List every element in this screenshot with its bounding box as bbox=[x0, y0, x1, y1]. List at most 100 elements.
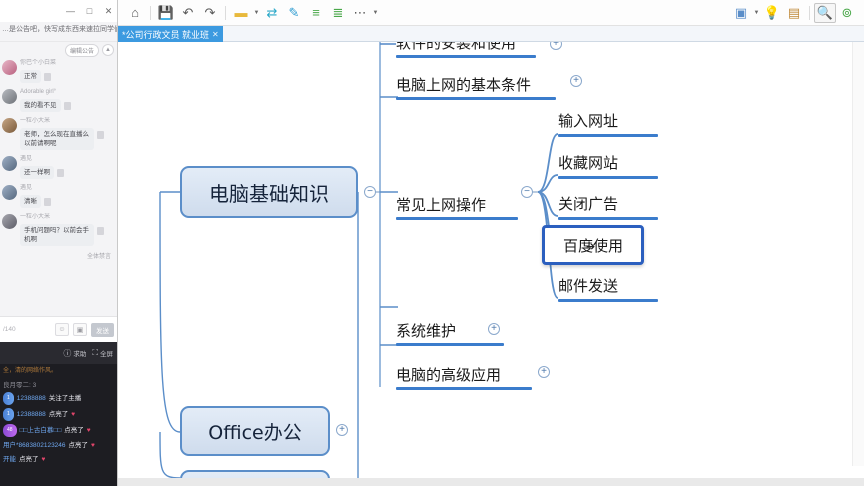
vertical-scrollbar[interactable] bbox=[852, 42, 864, 466]
gift-icon[interactable] bbox=[97, 227, 104, 235]
note-icon[interactable]: ≡ bbox=[312, 5, 320, 20]
root-node[interactable]: 电脑基础知识 bbox=[180, 166, 358, 218]
sub-node-3-selected[interactable]: 百度使用 bbox=[542, 225, 644, 265]
tab-company-admin[interactable]: *公司行政文员 就业班 ✕ bbox=[118, 26, 223, 42]
sub-node-1[interactable]: 收藏网站 bbox=[558, 152, 658, 179]
root-node-3-partial[interactable] bbox=[180, 470, 330, 478]
feed-user: □□上古白慕□□ bbox=[19, 427, 62, 434]
mouse-cursor: ➔ bbox=[586, 241, 596, 253]
minimize-icon[interactable]: — bbox=[66, 6, 75, 16]
list-item: 1 12388888 点亮了 ♥ bbox=[3, 408, 114, 421]
heart-icon: ♥ bbox=[41, 456, 46, 463]
more-icon[interactable]: ⋯ bbox=[353, 4, 367, 20]
image-icon[interactable]: ▣ bbox=[73, 323, 87, 336]
expander-branch-1[interactable]: + bbox=[570, 75, 582, 87]
branch-underline bbox=[396, 97, 556, 100]
fullscreen-button[interactable]: ⛶ 全屏 bbox=[92, 348, 113, 358]
help-button[interactable]: ⓘ 求助 bbox=[63, 348, 86, 359]
bulb-icon[interactable]: 💡 bbox=[763, 4, 781, 20]
sub-underline bbox=[558, 134, 658, 137]
edit-announcement-button[interactable]: 编辑公告 bbox=[64, 43, 99, 57]
redo-icon[interactable]: ↷ bbox=[204, 4, 216, 20]
char-counter: /140 bbox=[3, 326, 16, 333]
outline-icon[interactable]: ≣ bbox=[332, 4, 344, 20]
feed-user: 12388888 bbox=[16, 411, 46, 418]
message-author: 遇见 bbox=[20, 156, 33, 162]
message-text: 清晰 bbox=[20, 195, 41, 208]
swap-icon[interactable]: ⇄ bbox=[266, 4, 278, 20]
gift-icon[interactable] bbox=[97, 131, 104, 139]
feed-action: 点亮了 bbox=[48, 411, 69, 418]
share-icon[interactable]: ⊚ bbox=[841, 4, 853, 20]
chevron-down-icon-3[interactable]: ▼ bbox=[753, 9, 760, 16]
gift-icon[interactable] bbox=[44, 198, 51, 206]
list-item: 开能 点亮了 ♥ bbox=[3, 454, 114, 465]
chevron-down-icon-2[interactable]: ▼ bbox=[372, 9, 379, 16]
expander-branch-0[interactable]: + bbox=[550, 42, 562, 50]
mindmap-canvas[interactable]: 软件的安装和使用 + 电脑上网的基本条件 + 常见上网操作 − 系统维护 + 电… bbox=[118, 42, 864, 478]
fill-color-icon[interactable]: ▬ bbox=[234, 5, 248, 20]
send-button[interactable]: 发送 bbox=[91, 322, 114, 337]
expand-icon: ⛶ bbox=[92, 348, 98, 357]
emoji-icon[interactable]: ☺ bbox=[55, 323, 69, 336]
branch-node-0[interactable]: 软件的安装和使用 bbox=[396, 42, 536, 58]
branch-node-3[interactable]: 系统维护 bbox=[396, 320, 504, 346]
sub-underline bbox=[558, 299, 658, 302]
list-item: 遇见 清晰 bbox=[2, 184, 115, 208]
chevron-down-icon[interactable]: ▼ bbox=[253, 9, 260, 16]
label-icon[interactable]: ▤ bbox=[787, 4, 801, 20]
branch-node-2[interactable]: 常见上网操作 bbox=[396, 194, 518, 220]
expander-root[interactable]: − bbox=[364, 186, 376, 198]
live-chat-panel: — □ ✕ …是公告吧，快写成东西来速拉同学们 编辑公告 ▲ 你巴个小白菜 正常… bbox=[0, 0, 118, 486]
level-badge: 1 bbox=[3, 408, 14, 421]
gift-icon[interactable] bbox=[57, 169, 64, 177]
expander-root-2[interactable]: + bbox=[336, 424, 348, 436]
sub-label: 关闭广告 bbox=[558, 195, 619, 213]
sub-node-2[interactable]: 关闭广告 bbox=[558, 193, 658, 220]
branch-node-1[interactable]: 电脑上网的基本条件 bbox=[396, 74, 556, 100]
fullscreen-label: 全屏 bbox=[100, 351, 113, 358]
brush-icon[interactable]: ✎ bbox=[288, 4, 300, 20]
horizontal-scrollbar[interactable] bbox=[118, 478, 864, 486]
sub-node-4[interactable]: 邮件发送 bbox=[558, 275, 658, 302]
branch-underline bbox=[396, 55, 536, 58]
avatar bbox=[2, 89, 17, 104]
undo-icon[interactable]: ↶ bbox=[182, 4, 194, 20]
branch-underline bbox=[396, 343, 504, 346]
live-feed-list: 全，清的网络作风。 良月零二: 3 1 12388888 关注了主播 1 123… bbox=[0, 364, 117, 486]
present-icon[interactable]: ▣ bbox=[734, 4, 748, 20]
expander-branch-4[interactable]: + bbox=[538, 366, 550, 378]
branch-label: 系统维护 bbox=[396, 322, 457, 340]
message-author: Adorable girl° bbox=[20, 89, 57, 95]
gift-icon[interactable] bbox=[44, 73, 51, 81]
message-text: 还一样啊 bbox=[20, 166, 54, 179]
message-text: 我的看不见 bbox=[20, 99, 61, 112]
level-badge: 1 bbox=[3, 392, 14, 405]
root-node-2[interactable]: Office办公 bbox=[180, 406, 330, 456]
chat-message-list[interactable]: 你巴个小白菜 正常 Adorable girl° 我的看不见 一粒小大米 bbox=[0, 58, 117, 316]
toolbar-divider bbox=[150, 5, 151, 20]
expander-branch-2[interactable]: − bbox=[521, 186, 533, 198]
expander-branch-3[interactable]: + bbox=[488, 323, 500, 335]
mute-all-label[interactable]: 全体禁言 bbox=[86, 254, 111, 260]
avatar bbox=[2, 156, 17, 171]
branch-node-4[interactable]: 电脑的高级应用 bbox=[396, 364, 532, 390]
avatar bbox=[2, 118, 17, 133]
sub-label: 收藏网站 bbox=[558, 154, 619, 172]
branch-underline bbox=[396, 387, 532, 390]
branch-label: 电脑的高级应用 bbox=[396, 366, 502, 384]
close-icon[interactable]: ✕ bbox=[212, 29, 219, 39]
save-icon[interactable]: 💾 bbox=[157, 4, 175, 20]
gift-icon[interactable] bbox=[63, 102, 71, 110]
search-icon[interactable]: 🔍 bbox=[814, 2, 836, 23]
feed-action: 关注了主播 bbox=[48, 395, 82, 402]
home-icon[interactable]: ⌂ bbox=[131, 5, 139, 20]
branch-label: 软件的安装和使用 bbox=[396, 42, 517, 52]
collapse-icon[interactable]: ▲ bbox=[102, 44, 114, 56]
sub-underline bbox=[558, 176, 658, 179]
sub-node-0[interactable]: 输入网址 bbox=[558, 110, 658, 137]
maximize-icon[interactable]: □ bbox=[86, 6, 93, 16]
chat-input-bar[interactable]: /140 ☺ ▣ 发送 bbox=[0, 316, 117, 342]
message-text: 老师，怎么现在直播么以前请啊呢 bbox=[20, 128, 94, 150]
close-icon[interactable]: ✕ bbox=[104, 6, 113, 16]
